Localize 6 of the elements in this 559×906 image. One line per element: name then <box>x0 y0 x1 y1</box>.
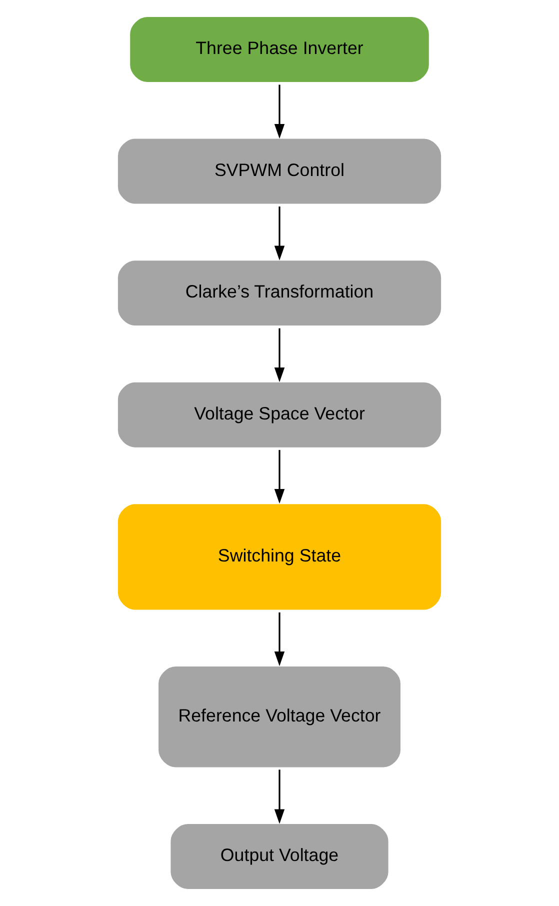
arrow <box>274 84 285 139</box>
arrow <box>274 450 285 504</box>
arrow <box>274 612 285 666</box>
arrow <box>274 206 285 260</box>
arrow <box>274 328 285 382</box>
arrow <box>274 770 285 824</box>
